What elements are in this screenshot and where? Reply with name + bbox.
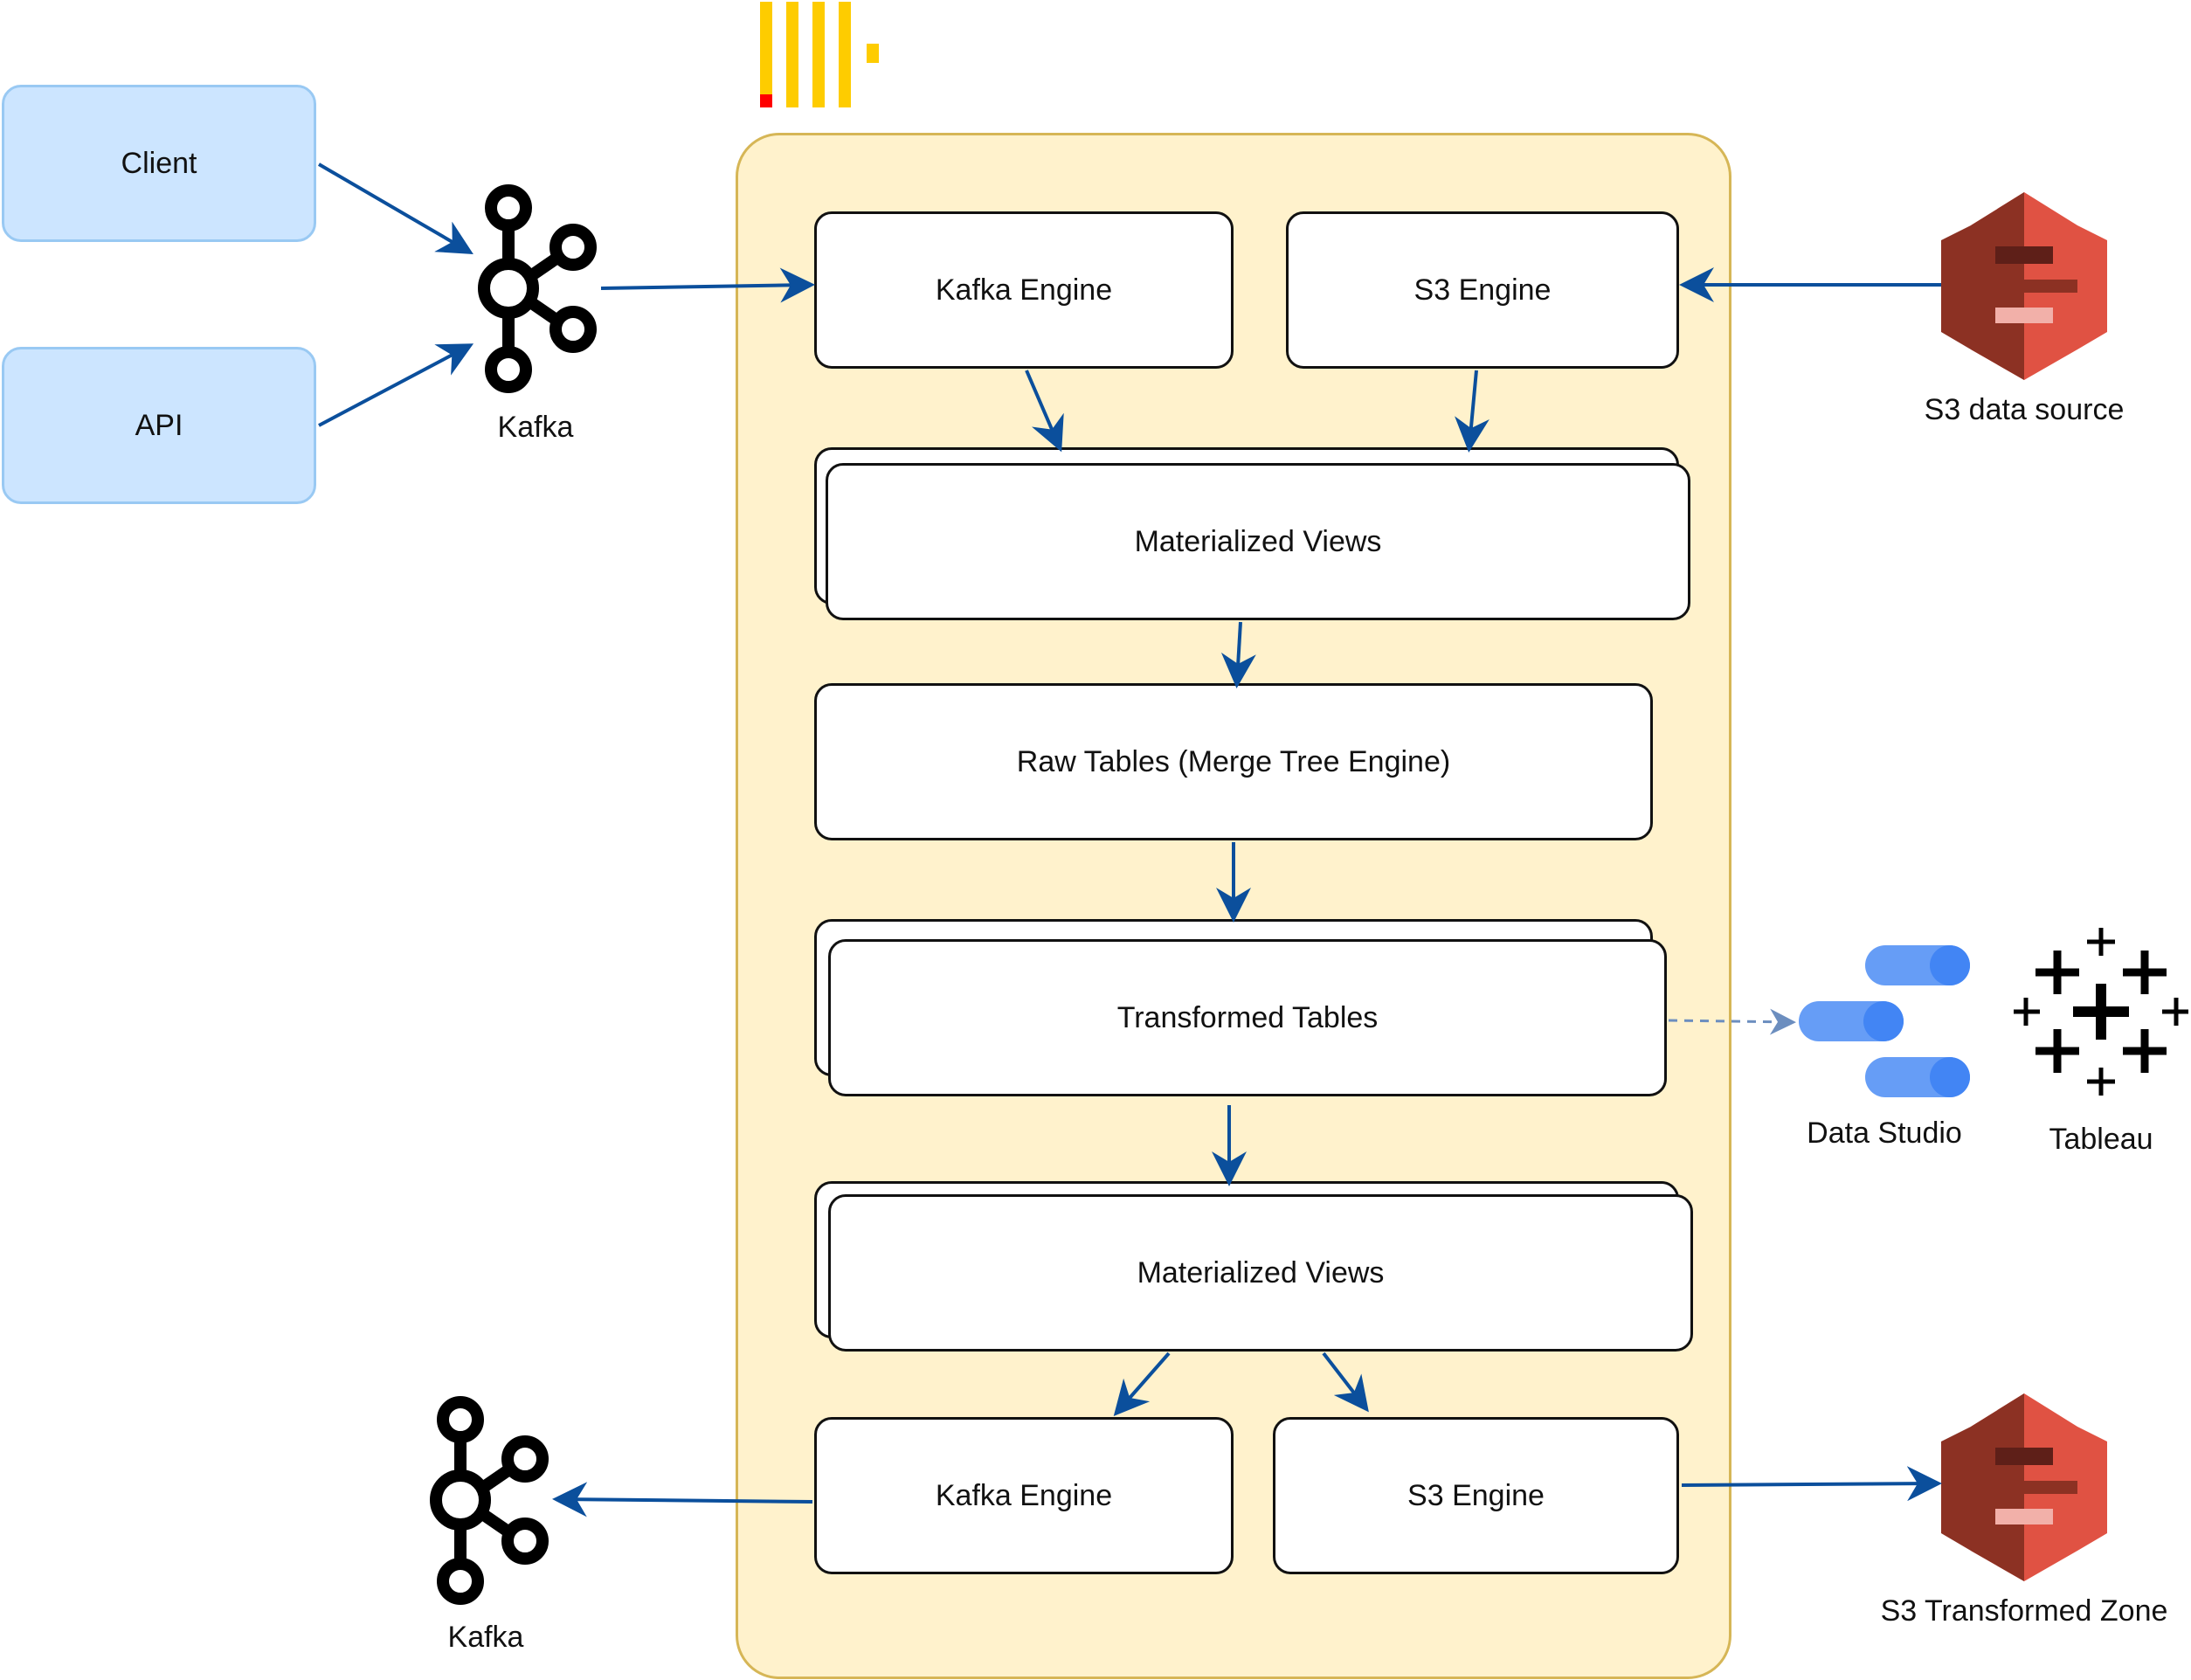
arrow-api-to-kafka — [318, 343, 474, 427]
s3-engine-in-box[interactable]: S3 Engine — [1286, 211, 1679, 369]
data-studio-icon — [1795, 944, 1970, 1101]
api-label: API — [135, 408, 183, 442]
kafka-engine-in-label: Kafka Engine — [935, 273, 1113, 307]
tableau-icon — [2014, 924, 2188, 1099]
transformed-tables-label: Transformed Tables — [1116, 1000, 1379, 1034]
s3-engine-in-label: S3 Engine — [1413, 273, 1552, 307]
transformed-tables-box[interactable]: Transformed Tables — [828, 939, 1667, 1096]
aws-s3-icon — [1941, 1393, 2107, 1581]
s3-source-label: S3 data source — [1924, 393, 2125, 426]
s3-engine-out-box[interactable]: S3 Engine — [1273, 1417, 1679, 1574]
kafka-in-label: Kafka — [497, 411, 574, 444]
kafka-engine-out-label: Kafka Engine — [935, 1478, 1113, 1512]
materialized-views-2-label: Materialized Views — [1137, 1255, 1385, 1289]
materialized-views-1-box[interactable]: Materialized Views — [826, 463, 1690, 620]
api-box[interactable]: API — [2, 347, 316, 504]
client-box[interactable]: Client — [2, 85, 316, 242]
kafka-engine-in-box[interactable]: Kafka Engine — [814, 211, 1234, 369]
materialized-views-2-box[interactable]: Materialized Views — [828, 1194, 1693, 1352]
raw-tables-label: Raw Tables (Merge Tree Engine) — [1016, 744, 1451, 778]
clickhouse-logo-icon — [760, 0, 882, 109]
kafka-icon — [463, 179, 612, 398]
s3-engine-out-label: S3 Engine — [1407, 1478, 1545, 1512]
tableau-label: Tableau — [2049, 1123, 2153, 1156]
kafka-icon — [415, 1391, 563, 1609]
s3-target-label: S3 Transformed Zone — [1880, 1594, 2168, 1628]
data-studio-label: Data Studio — [1807, 1117, 1962, 1150]
aws-s3-icon — [1941, 192, 2107, 380]
arrow-client-to-kafka — [317, 162, 473, 255]
client-label: Client — [121, 146, 197, 180]
materialized-views-1-label: Materialized Views — [1134, 524, 1382, 558]
raw-tables-box[interactable]: Raw Tables (Merge Tree Engine) — [814, 683, 1653, 840]
kafka-engine-out-box[interactable]: Kafka Engine — [814, 1417, 1234, 1574]
kafka-out-label: Kafka — [447, 1621, 524, 1654]
